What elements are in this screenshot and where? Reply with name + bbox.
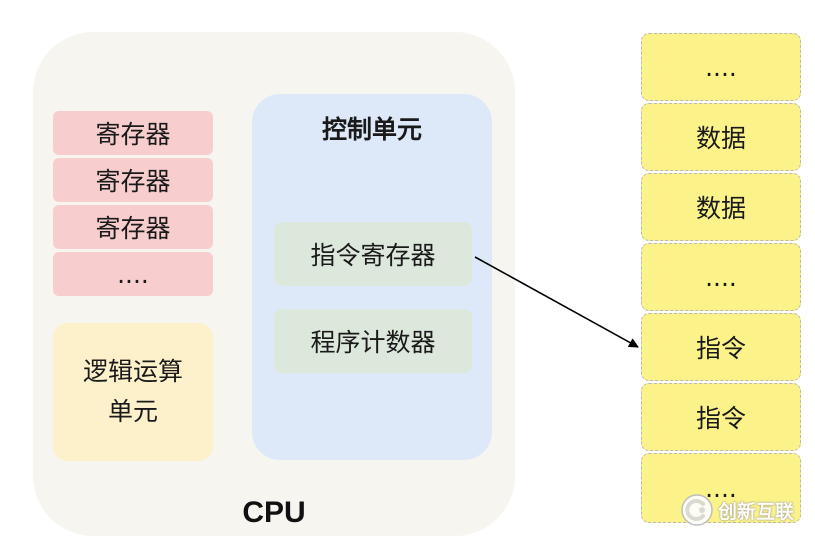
register-1: 寄存器 [53, 111, 213, 155]
memory-cell-ellipsis-bottom: .... [641, 453, 801, 523]
control-unit-title: 控制单元 [321, 115, 422, 144]
instruction-register: 指令寄存器 [274, 222, 472, 286]
watermark-logo: 创新互联 [680, 490, 812, 530]
cpu-label: CPU [242, 496, 306, 529]
alu-label-line1: 逻辑运算 [82, 357, 183, 386]
control-unit-block: 控制单元 指令寄存器 程序计数器 [252, 94, 492, 460]
memory-cell-ellipsis-top: .... [641, 33, 801, 101]
register-3: 寄存器 [53, 205, 213, 249]
watermark-logo-icon [681, 494, 713, 526]
watermark-text: 创新互联 [718, 500, 795, 523]
register-2: 寄存器 [53, 158, 213, 202]
memory-cell-data-1: 数据 [641, 103, 801, 171]
memory-cell-instruction-2: 指令 [641, 383, 801, 451]
alu-label-line2: 单元 [107, 397, 158, 426]
memory-cell-data-2: 数据 [641, 173, 801, 241]
memory-cell-instruction-1: 指令 [641, 313, 801, 381]
pointer-arrow-line [474, 256, 639, 348]
alu-block: 逻辑运算 单元 [53, 323, 213, 461]
register-ellipsis: .... [53, 252, 213, 296]
program-counter: 程序计数器 [274, 309, 472, 373]
memory-cell-ellipsis-mid: .... [641, 243, 801, 311]
